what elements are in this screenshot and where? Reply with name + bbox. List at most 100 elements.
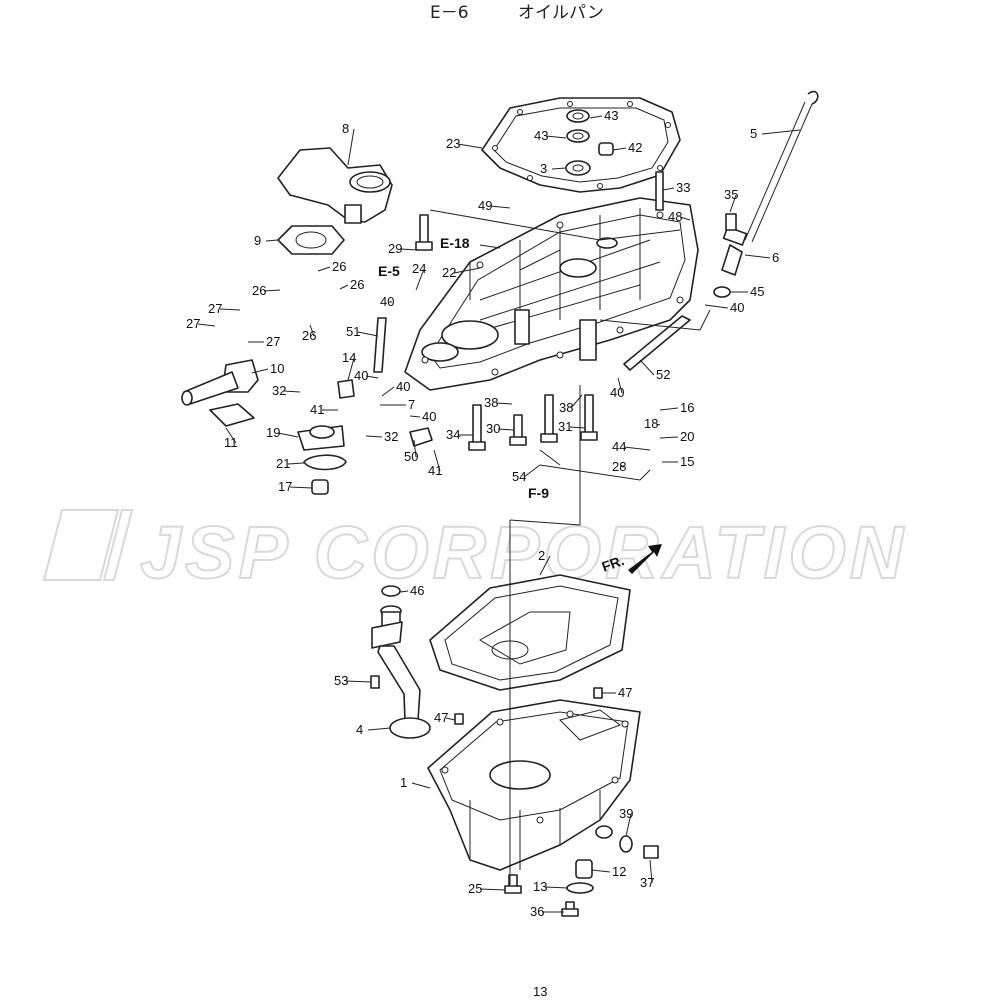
watermark-text: JSP CORPORATION [140, 511, 907, 594]
callout-leader-17 [289, 486, 313, 489]
callout-leader-22 [453, 267, 481, 274]
watermark-logo: JSP CORPORATION [42, 509, 907, 595]
callout-40: 40 [610, 385, 624, 400]
callout-leader-46 [399, 590, 409, 593]
front-direction-label: FR. [600, 552, 627, 575]
callout-51: 51 [346, 324, 360, 339]
callout-2: 2 [538, 548, 545, 563]
callout-41: 41 [428, 463, 442, 478]
callout-52: 52 [656, 367, 670, 382]
callout-35: 35 [724, 187, 738, 202]
callout-25: 25 [468, 881, 482, 896]
callout-41: 41 [310, 402, 324, 417]
callout-leader-32 [365, 435, 383, 438]
callout-22: 22 [442, 265, 456, 280]
ref-label-e18: E-18 [440, 235, 470, 251]
callout-45: 45 [750, 284, 764, 299]
callout-7: 7 [408, 397, 415, 412]
callout-leader-54 [523, 464, 541, 478]
oil-pan-part [427, 699, 641, 871]
callout-54: 54 [512, 469, 526, 484]
callout-29: 29 [388, 241, 402, 256]
callout-40: 40 [354, 368, 368, 383]
callout-leader-29 [399, 248, 419, 251]
oil-strainer-part [371, 605, 431, 739]
outlet-gasket-part [209, 403, 255, 427]
filler-gasket-part [277, 225, 345, 255]
callout-leader-49 [489, 205, 511, 209]
oil-dipstick-part [713, 90, 819, 298]
callout-27: 27 [208, 301, 222, 316]
callout-13: 13 [533, 879, 547, 894]
callout-30: 30 [486, 421, 500, 436]
callout-leader-32 [283, 390, 301, 393]
callout-19: 19 [266, 425, 280, 440]
callout-leader-39 [625, 813, 632, 837]
callout-48: 48 [668, 209, 682, 224]
callout-28: 28 [612, 459, 626, 474]
callout-leader-26 [317, 266, 331, 272]
callout-50: 50 [404, 449, 418, 464]
callout-leader-40 [409, 415, 421, 418]
callout-40: 40 [730, 300, 744, 315]
callout-leader-20 [659, 436, 679, 439]
callout-26: 26 [350, 277, 364, 292]
oil-pan-gasket-part [429, 574, 631, 691]
callout-leader-53 [345, 680, 372, 683]
callout-15: 15 [680, 454, 694, 469]
callout-leader-38 [495, 402, 513, 405]
callout-12: 12 [612, 864, 626, 879]
callout-24: 24 [412, 261, 426, 276]
callout-27: 27 [266, 334, 280, 349]
callout-leader-11 [225, 427, 237, 444]
callout-leader-35 [729, 194, 737, 213]
callout-18: 18 [644, 416, 658, 431]
callout-leader-40 [704, 304, 729, 309]
assembly-lines [429, 209, 711, 885]
callout-leader-6 [744, 254, 771, 259]
callout-leader-30 [497, 428, 515, 431]
callout-leader-40 [381, 386, 395, 397]
callout-leader-44 [623, 446, 651, 451]
oil-seal-parts [565, 109, 614, 176]
callout-9: 9 [254, 233, 261, 248]
callout-leader-33 [662, 187, 675, 191]
bolts-center [415, 171, 664, 451]
callout-37: 37 [640, 875, 654, 890]
callout-leader-26 [309, 324, 315, 337]
callout-leader-24 [415, 268, 425, 291]
ref-label-e5: E-5 [378, 263, 400, 279]
callout-leader-42 [612, 147, 627, 151]
callout-26: 26 [332, 259, 346, 274]
callout-38: 38 [559, 400, 573, 415]
callout-53: 53 [334, 673, 348, 688]
callout-6: 6 [772, 250, 779, 265]
callout-40: 40 [422, 409, 436, 424]
callout-16: 16 [680, 400, 694, 415]
callout-20: 20 [680, 429, 694, 444]
callout-leader-28 [619, 465, 625, 468]
drain-and-bolts [370, 585, 659, 917]
callout-26: 26 [252, 283, 266, 298]
callout-leader-13 [544, 886, 569, 889]
callout-leader-41 [433, 449, 441, 472]
callout-39: 39 [619, 806, 633, 821]
callout-leader-12 [591, 869, 611, 873]
callout-leader-48 [679, 216, 691, 221]
callout-leader-8 [347, 128, 355, 166]
callout-leader-51 [357, 331, 379, 337]
callout-49: 49 [478, 198, 492, 213]
callout-40: 40 [380, 294, 394, 309]
callout-leader-23 [457, 143, 483, 149]
callout-leader-38 [570, 394, 583, 409]
page-number: 13 [533, 984, 547, 999]
callout-44: 44 [612, 439, 626, 454]
callout-21: 21 [276, 456, 290, 471]
callout-leader-2 [539, 555, 551, 576]
callout-42: 42 [628, 140, 642, 155]
callout-43: 43 [604, 108, 618, 123]
callout-27: 27 [186, 316, 200, 331]
callout-32: 32 [384, 429, 398, 444]
